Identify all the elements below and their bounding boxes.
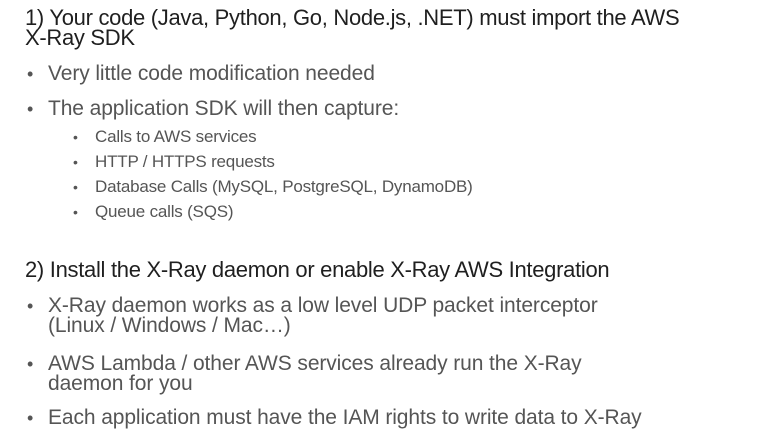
bullet-dot: • (27, 408, 34, 428)
section2-bullet-line1: AWS Lambda / other AWS services already … (48, 352, 582, 375)
section2-bullet-line2: (Linux / Windows / Mac…) (48, 314, 291, 337)
section2-bullet-text: Each application must have the IAM right… (48, 406, 642, 429)
section1-heading: 1) Your code (Java, Python, Go, Node.js,… (25, 5, 680, 50)
bullet-dot: • (27, 64, 34, 84)
sub-bullet-text: HTTP / HTTPS requests (95, 152, 275, 171)
section1-bullet-text: The application SDK will then capture: (48, 97, 400, 120)
bullet-dot: • (73, 129, 78, 145)
bullet-dot: • (27, 99, 34, 119)
bullet-dot: • (73, 204, 78, 220)
bullet-dot: • (73, 154, 78, 170)
bullet-dot: • (27, 354, 34, 374)
sub-bullet-text: Database Calls (MySQL, PostgreSQL, Dynam… (95, 177, 473, 196)
sub-bullet-text: Calls to AWS services (95, 127, 257, 146)
section2-bullet-line1: X-Ray daemon works as a low level UDP pa… (48, 294, 598, 317)
bullet-dot: • (73, 179, 78, 195)
section2-bullet-line2: daemon for you (48, 372, 193, 395)
sub-bullet-text: Queue calls (SQS) (95, 202, 234, 221)
bullet-dot: • (27, 296, 34, 316)
section1-heading-line1: 1) Your code (Java, Python, Go, Node.js,… (25, 5, 680, 30)
section2-heading: 2) Install the X-Ray daemon or enable X-… (25, 257, 610, 282)
section2-bullet-text: X-Ray daemon works as a low level UDP pa… (48, 294, 598, 337)
section2-bullet-text: AWS Lambda / other AWS services already … (48, 352, 582, 395)
section1-heading-line2: X-Ray SDK (25, 25, 135, 50)
section1-bullet-text: Very little code modification needed (48, 62, 375, 85)
section2-heading-text: 2) Install the X-Ray daemon or enable X-… (25, 257, 610, 282)
